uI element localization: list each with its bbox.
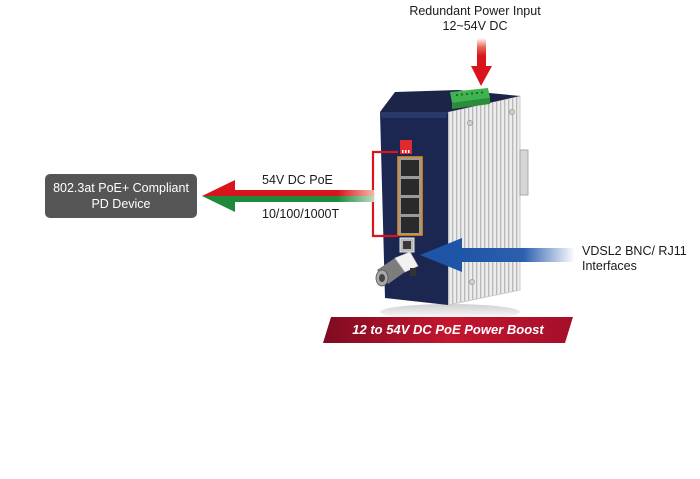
banner-text: 12 to 54V DC PoE Power Boost bbox=[352, 322, 544, 337]
redundant-power-voltage: 12~54V DC bbox=[442, 19, 508, 33]
vdsl-subtitle: Interfaces bbox=[582, 259, 637, 273]
power-boost-banner: 12 to 54V DC PoE Power Boost bbox=[323, 317, 573, 343]
screw bbox=[509, 109, 515, 115]
power-input-arrow bbox=[471, 38, 492, 86]
vdsl-label: VDSL2 BNC/ RJ11 Interfaces bbox=[582, 244, 687, 274]
rj45-port-2 bbox=[401, 179, 419, 195]
poe-arrow bbox=[202, 180, 374, 196]
ethernet-label: 10/100/1000T bbox=[262, 207, 340, 221]
heatsink-side bbox=[448, 96, 520, 305]
vdsl-title: VDSL2 BNC/ RJ11 bbox=[582, 244, 687, 258]
din-rail-clip bbox=[519, 149, 529, 196]
redundant-power-title: Redundant Power Input bbox=[409, 4, 541, 18]
terminal-block bbox=[450, 88, 490, 109]
pd-device-box: 802.3at PoE+ Compliant PD Device bbox=[45, 174, 197, 218]
pd-device-title: 802.3at PoE+ Compliant bbox=[53, 181, 189, 195]
banner-shape bbox=[323, 317, 573, 343]
poe-label: 54V DC PoE bbox=[262, 173, 333, 187]
redundant-power-label: Redundant Power Input 12~54V DC bbox=[400, 4, 550, 34]
vdsl-arrow bbox=[420, 238, 575, 272]
rj45-port-1 bbox=[401, 160, 419, 176]
device bbox=[375, 88, 529, 306]
ethernet-arrow bbox=[202, 196, 374, 212]
rj45-ports bbox=[401, 160, 419, 233]
screw bbox=[467, 120, 473, 126]
bnc-connector bbox=[375, 251, 419, 287]
device-shadow bbox=[380, 304, 520, 320]
screw bbox=[469, 279, 475, 285]
rj45-port-4 bbox=[401, 217, 419, 233]
pd-device-subtitle: PD Device bbox=[91, 197, 151, 211]
rj45-port-3 bbox=[401, 198, 419, 214]
